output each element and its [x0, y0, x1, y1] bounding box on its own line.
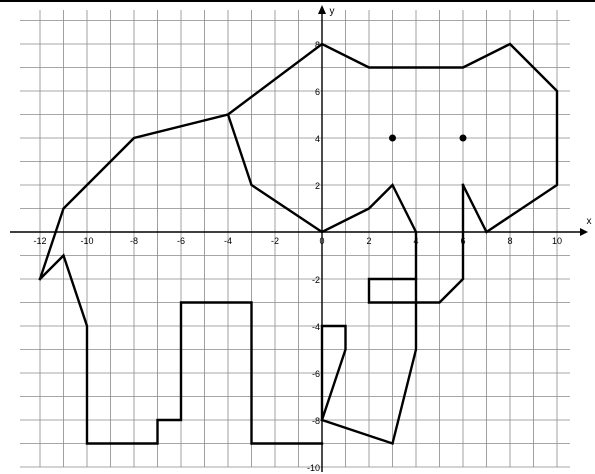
x-tick-label: -2 [271, 236, 279, 246]
x-tick-label: 8 [507, 236, 512, 246]
y-axis-label: y [330, 6, 335, 17]
grid-lines [20, 10, 570, 467]
y-tick-label: -6 [312, 369, 320, 379]
y-tick-label: -10 [307, 463, 320, 473]
y-tick-label: -2 [312, 275, 320, 285]
x-axis-arrow [580, 228, 588, 236]
x-axis-label: x [587, 216, 592, 227]
y-tick-label: 2 [315, 181, 320, 191]
x-tick-label: 10 [552, 236, 562, 246]
y-tick-label: -4 [312, 322, 320, 332]
eye-point [460, 135, 467, 142]
axes: xy [10, 5, 592, 472]
y-axis-arrow [318, 5, 326, 14]
x-tick-label: -4 [224, 236, 232, 246]
y-tick-label: 4 [315, 134, 320, 144]
x-tick-label: 0 [319, 236, 324, 246]
eye-point [389, 135, 396, 142]
x-tick-label: -10 [80, 236, 93, 246]
y-tick-label: 6 [315, 87, 320, 97]
y-tick-label: -8 [312, 416, 320, 426]
x-tick-label: -8 [130, 236, 138, 246]
x-tick-label: 2 [366, 236, 371, 246]
x-tick-label: -12 [33, 236, 46, 246]
x-tick-label: -6 [177, 236, 185, 246]
